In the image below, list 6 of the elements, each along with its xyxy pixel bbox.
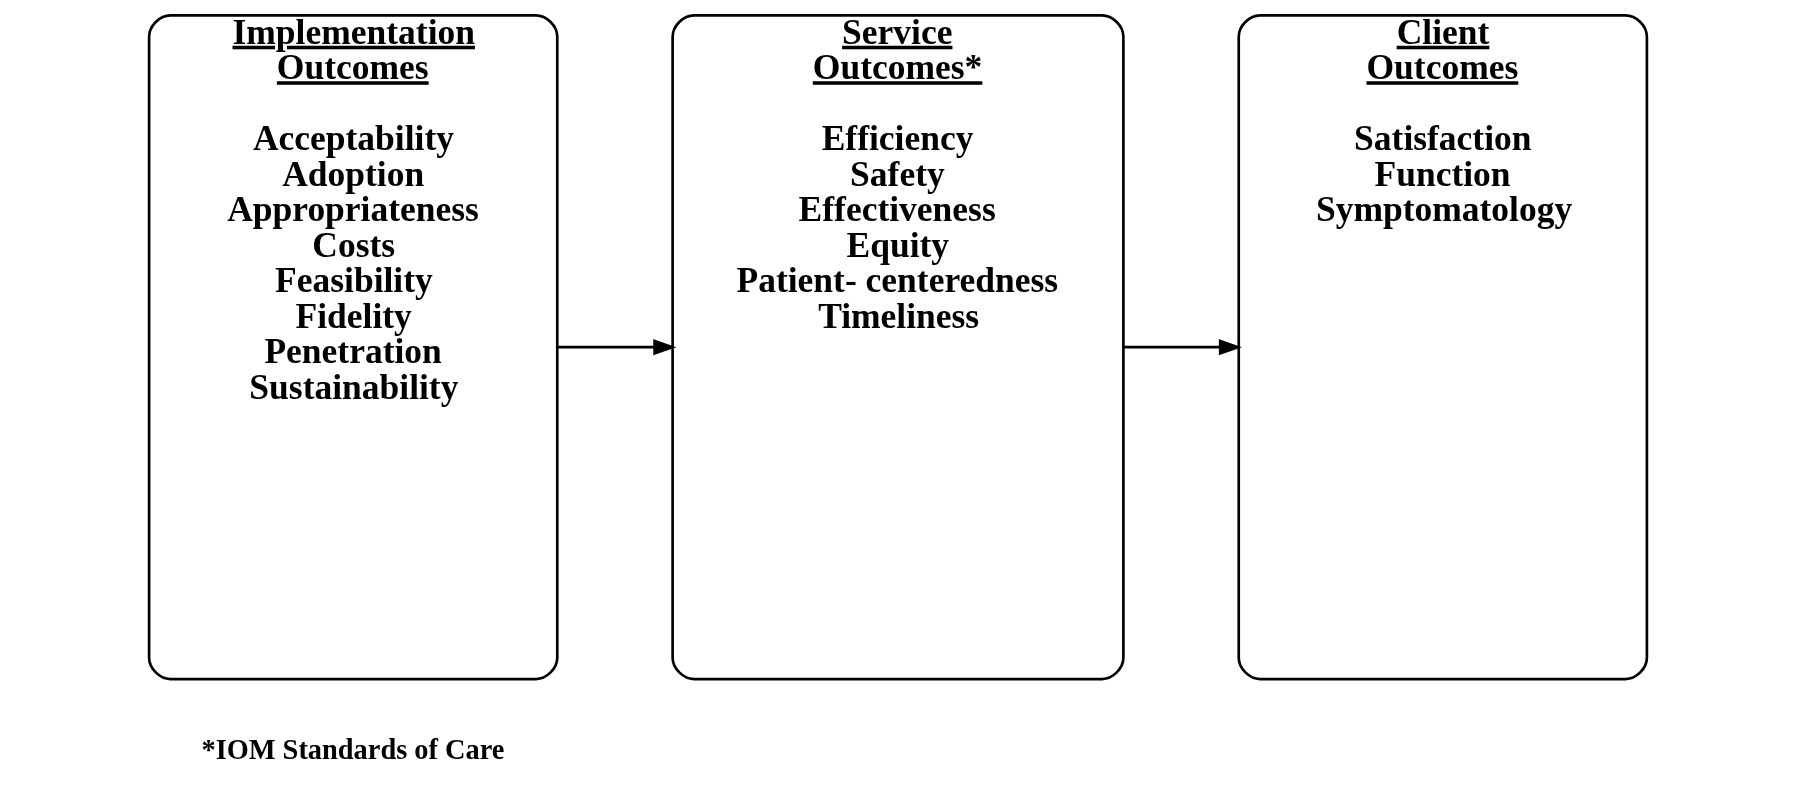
node-box: Implementation Outcomes Acceptability Adoption Appropriateness Costs Feasibility Fidelity Penetration Sustainability bbox=[147, 14, 559, 681]
arrow bbox=[1123, 339, 1242, 356]
node-box: Service Outcomes* Efficiency Safety Effectiveness Equity Patient- centeredness Timeliness bbox=[670, 14, 1125, 681]
node-box: Client Outcomes Satisfaction Function Symptomatology bbox=[1236, 14, 1648, 681]
arrow bbox=[556, 339, 676, 356]
label: *IOM Standards of Care bbox=[200, 733, 504, 765]
